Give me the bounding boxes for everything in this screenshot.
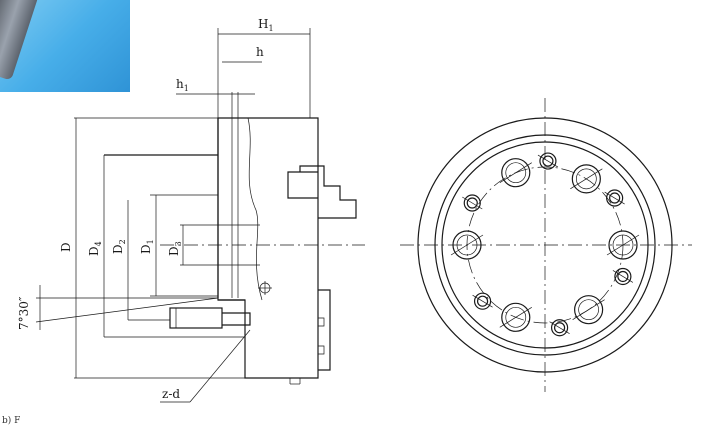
body-outline — [217, 117, 319, 379]
large-hole-cross — [450, 234, 484, 256]
label-D1: D1 — [139, 239, 155, 254]
large-hole-outer — [501, 302, 531, 332]
small-hole-inner — [617, 270, 629, 283]
small-hole-outer — [473, 292, 492, 310]
large-hole-inner — [575, 168, 597, 190]
side-view — [35, 28, 365, 403]
large-hole-cross — [570, 168, 603, 190]
jaw-1 — [287, 171, 318, 199]
small-hole-inner — [609, 192, 621, 204]
front-view — [400, 98, 692, 392]
label-H1: H1 — [258, 17, 274, 33]
label-D4: D4 — [87, 241, 103, 256]
small-hole-outer — [614, 267, 632, 286]
large-hole-outer — [501, 158, 531, 188]
large-hole-outer — [608, 230, 638, 260]
label-angle: 7°30″ — [17, 296, 31, 330]
small-hole-inner — [542, 155, 554, 167]
small-hole-outer — [463, 194, 481, 212]
large-hole-inner — [578, 299, 599, 321]
large-hole-inner — [505, 306, 527, 328]
large-hole-cross — [499, 307, 532, 328]
label-D3: D3 — [167, 241, 183, 256]
small-hole-outer — [539, 152, 557, 170]
back-slots — [318, 317, 325, 355]
large-hole-cross — [499, 162, 532, 183]
bolt-shank — [222, 312, 251, 326]
label-zd: z-d — [162, 387, 180, 401]
bolt-head — [169, 307, 223, 329]
side-labels: H1 h h1 D D4 D2 D1 D3 7°30″ z-d — [17, 17, 274, 401]
large-hole-outer — [452, 230, 482, 260]
large-hole-inner — [456, 234, 478, 256]
large-hole-cross — [606, 234, 640, 256]
jaw-2 — [299, 165, 357, 219]
break-line — [247, 117, 263, 301]
large-hole-outer — [574, 295, 604, 325]
back-plate — [318, 289, 331, 371]
zd-leader — [189, 329, 251, 403]
small-hole-cross — [549, 321, 570, 335]
small-hole-inner — [466, 197, 478, 209]
small-hole-cross — [462, 196, 483, 210]
large-hole-outer — [571, 164, 601, 194]
figure-caption: b) F — [2, 416, 21, 426]
small-hole-outer — [550, 319, 569, 337]
small-hole-inner — [553, 322, 566, 334]
large-hole-inner — [612, 234, 634, 256]
label-D: D — [59, 242, 73, 252]
small-hole-cross — [472, 294, 493, 308]
label-D2: D2 — [111, 239, 127, 254]
large-hole-cross — [572, 299, 605, 320]
angle-line — [35, 297, 219, 323]
small-hole-outer — [606, 189, 624, 207]
small-hole-cross — [537, 154, 559, 168]
label-h: h — [256, 45, 264, 59]
large-hole-inner — [505, 162, 527, 184]
small-hole-cross — [612, 270, 634, 283]
product-photo-thumbnail — [0, 0, 130, 92]
label-h1: h1 — [176, 77, 189, 93]
small-hole-cross — [604, 191, 625, 205]
bolt-holes — [450, 152, 640, 337]
small-hole-inner — [476, 295, 489, 307]
